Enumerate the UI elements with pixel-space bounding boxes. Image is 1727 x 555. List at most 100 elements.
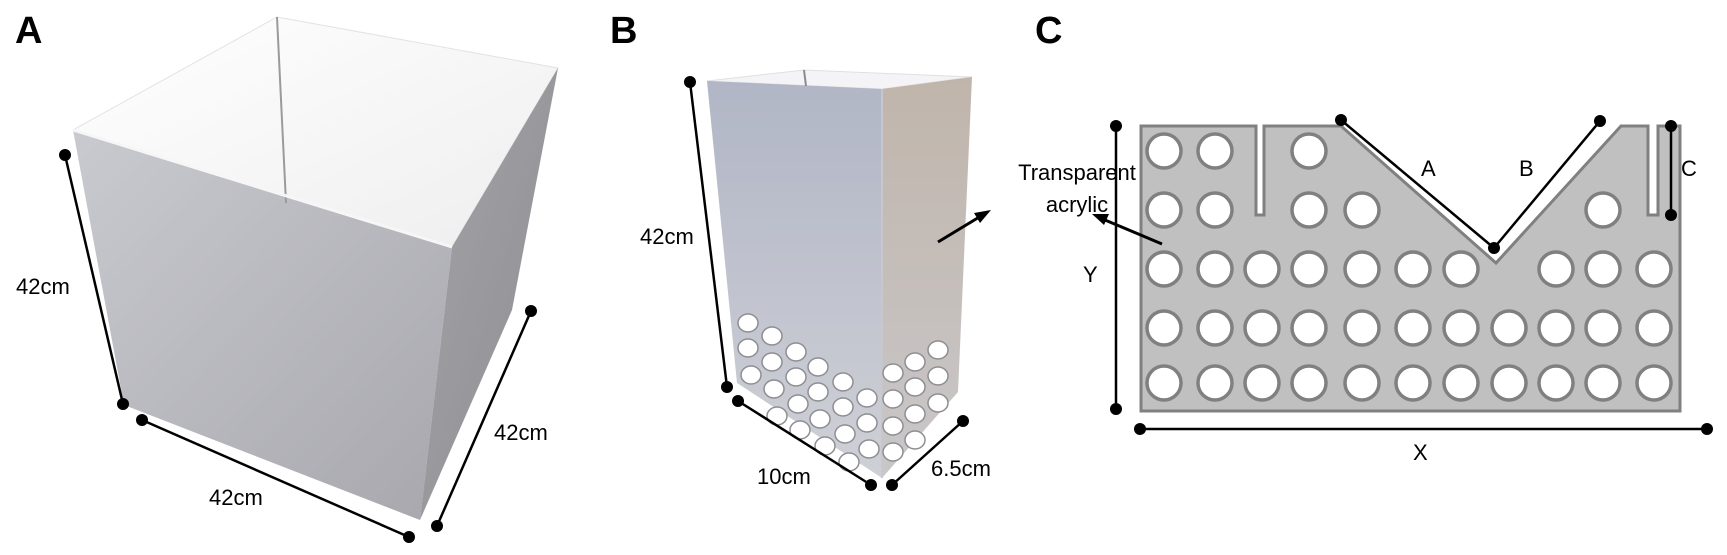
plate-hole [1243, 364, 1281, 402]
panel-a: A 42cm 42cm 42cm [15, 10, 559, 543]
box-b-hole [904, 430, 926, 450]
plate-hole [1442, 364, 1480, 402]
plate-hole [1584, 250, 1622, 288]
plate-hole [1145, 191, 1183, 229]
label-b-depth: 6.5cm [931, 456, 991, 481]
plate-hole [1394, 250, 1432, 288]
plate-hole [1584, 364, 1622, 402]
plate-hole [1196, 250, 1234, 288]
label-b-width: 10cm [757, 464, 811, 489]
box-b-hole [882, 442, 904, 462]
label-slot-c: C [1681, 156, 1697, 181]
label-notch-a: A [1421, 156, 1436, 181]
box-b-side-face [882, 77, 972, 478]
dimension-line-b-height [684, 76, 733, 393]
plate-hole [1196, 132, 1234, 170]
box-b-hole [807, 382, 829, 402]
plate-hole [1243, 309, 1281, 347]
plate-hole [1145, 309, 1183, 347]
label-axis-y: Y [1083, 262, 1098, 287]
box-b-hole [761, 326, 783, 346]
plate-hole [1145, 132, 1183, 170]
box-b-hole [807, 357, 829, 377]
box-b-hole [832, 397, 854, 417]
plate-hole [1635, 364, 1673, 402]
box-b-hole [838, 452, 860, 472]
label-axis-x: X [1413, 440, 1428, 465]
box-b-hole [761, 352, 783, 372]
panel-c-letter: C [1035, 10, 1062, 52]
plate-hole [1343, 191, 1381, 229]
box-b-hole [809, 409, 831, 429]
box-b-back-edge [803, 69, 807, 87]
plate-hole [1290, 132, 1328, 170]
dimension-line-notch-b [1493, 115, 1606, 249]
panel-c: C A B [1035, 10, 1713, 465]
label-a-height: 42cm [16, 274, 70, 299]
plate-hole [1442, 309, 1480, 347]
plate-hole [1196, 364, 1234, 402]
box-b-hole [882, 389, 904, 409]
label-b-height: 42cm [640, 224, 694, 249]
box-b-hole [737, 313, 759, 333]
box-b-hole [904, 404, 926, 424]
plate-hole [1537, 364, 1575, 402]
box-b-holes [737, 313, 949, 472]
plate-hole [1442, 250, 1480, 288]
box-a-back-edge [276, 16, 287, 204]
dimension-line-a-depth [431, 305, 537, 532]
plate-hole [1343, 309, 1381, 347]
box-b-hole [787, 394, 809, 414]
dimension-line-x [1134, 423, 1713, 435]
panel-b: B 42cm 10cm 6.5cm Transparent [610, 10, 1136, 491]
plate-hole [1584, 191, 1622, 229]
label-a-depth: 42cm [494, 420, 548, 445]
box-b-hole [834, 424, 856, 444]
box-a-front-face [73, 130, 452, 520]
box-b-hole [927, 366, 949, 386]
label-material-line1: Transparent [1018, 160, 1136, 185]
plate-hole [1243, 250, 1281, 288]
box-b-hole [904, 377, 926, 397]
plate-hole [1584, 309, 1622, 347]
label-material-line2: acrylic [1046, 192, 1108, 217]
plate-hole [1196, 309, 1234, 347]
box-b-hole [763, 379, 785, 399]
box-b-front-face [707, 81, 882, 478]
box-b-hole [882, 363, 904, 383]
plate-hole [1290, 250, 1328, 288]
box-b-hole [785, 367, 807, 387]
dimension-line-slot-c [1665, 120, 1677, 221]
pointer-arrow-c [1092, 214, 1163, 246]
panel-a-letter: A [15, 10, 42, 52]
pointer-arrow-b [937, 210, 991, 244]
box-b-hole [740, 365, 762, 385]
plate-hole [1145, 364, 1183, 402]
box-b-hole [882, 416, 904, 436]
plate-hole [1145, 250, 1183, 288]
plate-hole [1290, 364, 1328, 402]
dimension-line-a-height [59, 149, 129, 410]
plate-hole [1196, 191, 1234, 229]
box-b-hole [927, 393, 949, 413]
plate-hole [1537, 250, 1575, 288]
box-b-hole [832, 372, 854, 392]
panel-b-letter: B [610, 10, 637, 52]
box-b-hole [737, 338, 759, 358]
plate-hole [1394, 309, 1432, 347]
plate-hole [1343, 364, 1381, 402]
box-b-hole [858, 439, 880, 459]
plate-hole [1635, 250, 1673, 288]
plate-hole [1490, 364, 1528, 402]
dimension-line-b-depth [886, 415, 969, 491]
label-notch-b: B [1519, 156, 1534, 181]
plate-hole [1537, 309, 1575, 347]
box-b-hole [904, 352, 926, 372]
plate-hole [1343, 250, 1381, 288]
plate-hole [1290, 309, 1328, 347]
dimension-line-a-width [136, 414, 415, 543]
plate-hole [1394, 364, 1432, 402]
dimension-line-y [1110, 120, 1122, 415]
box-a-rim [72, 128, 453, 249]
